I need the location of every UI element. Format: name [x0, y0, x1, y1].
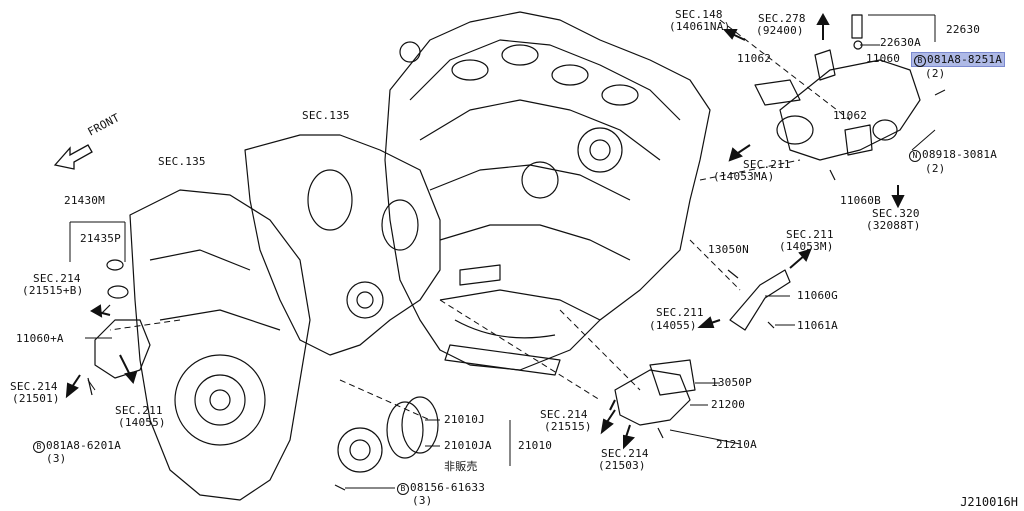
sec211-b-code: (14055) [118, 416, 166, 429]
part-11060a: 11060+A [16, 332, 64, 345]
sec211-a-code: (14053MA) [713, 170, 775, 183]
nut-n-mark: N [909, 150, 921, 162]
sec278-label: SEC.278 [758, 12, 806, 25]
part-21010j: 21010J [444, 413, 485, 426]
part-081a8-8251a-text: 081A8-8251A [927, 53, 1003, 66]
not-for-sale-label: 非販売 [444, 460, 478, 473]
diagram-id: J210016H [960, 495, 1018, 509]
part-08918-qty: (2) [925, 162, 946, 175]
part-081a8-6201a-qty: (3) [46, 452, 67, 465]
heater-pipe [727, 269, 791, 331]
engine-block [384, 11, 711, 376]
sec320-label: SEC.320 [872, 207, 920, 220]
bolt-b-mark: B [397, 483, 409, 495]
water-inlet-housing [87, 259, 151, 396]
part-11060: 11060 [866, 52, 901, 65]
part-13050n: 13050N [708, 243, 749, 256]
front-arrow-icon [53, 144, 93, 170]
part-21200: 21200 [711, 398, 746, 411]
sec214-b-label: SEC.214 [10, 380, 58, 393]
water-pump [334, 396, 439, 491]
sec214-a-code: (21515+B) [22, 284, 84, 297]
part-11062-top: 11062 [737, 52, 772, 65]
part-21010ja: 21010JA [444, 439, 492, 452]
sec211-d-code: (14055) [649, 319, 697, 332]
bolt-b-mark: B [914, 55, 926, 67]
sec214-c-code: (21515) [544, 420, 592, 433]
part-11060b: 11060B [840, 194, 881, 207]
water-outlet-assembly [754, 14, 921, 181]
sec211-a-label: SEC.211 [743, 158, 791, 171]
part-11061a: 11061A [797, 319, 838, 332]
sec214-d-code: (21503) [598, 459, 646, 472]
sec148-code: (14061NA) [669, 20, 731, 33]
sec211-c-label: SEC.211 [786, 228, 834, 241]
part-08156-qty: (3) [412, 494, 433, 507]
sec214-c-label: SEC.214 [540, 408, 588, 421]
sec135-left-label: SEC.135 [158, 155, 206, 168]
thermostat-housing [614, 359, 696, 439]
front-timing-cover [129, 189, 311, 501]
sec320-code: (32088T) [866, 219, 921, 232]
part-21010: 21010 [518, 439, 553, 452]
part-21210a: 21210A [716, 438, 757, 451]
sec148-label: SEC.148 [675, 8, 723, 21]
sec214-b-code: (21501) [12, 392, 60, 405]
part-11060g: 11060G [797, 289, 838, 302]
timing-cover-gasket [244, 134, 441, 356]
bolt-b-mark: B [33, 441, 45, 453]
part-13050p: 13050P [711, 376, 752, 389]
part-08156-text: 08156-61633 [410, 481, 486, 494]
sec211-c-code: (14053M) [779, 240, 834, 253]
sec214-d-label: SEC.214 [601, 447, 649, 460]
sec278-code: (92400) [756, 24, 804, 37]
part-21430m: 21430M [64, 194, 105, 207]
sec211-d-label: SEC.211 [656, 306, 704, 319]
part-081a8-6201a-text: 081A8-6201A [46, 439, 122, 452]
part-11062-mid: 11062 [833, 109, 868, 122]
part-081a8-8251a-qty: (2) [925, 67, 946, 80]
sec135-mid-label: SEC.135 [302, 109, 350, 122]
part-22630: 22630 [946, 23, 981, 36]
sec211-b-label: SEC.211 [115, 404, 163, 417]
sec214-a-label: SEC.214 [33, 272, 81, 285]
part-21435p: 21435P [80, 232, 121, 245]
part-22630a: 22630A [880, 36, 921, 49]
part-08918-text: 08918-3081A [922, 148, 998, 161]
